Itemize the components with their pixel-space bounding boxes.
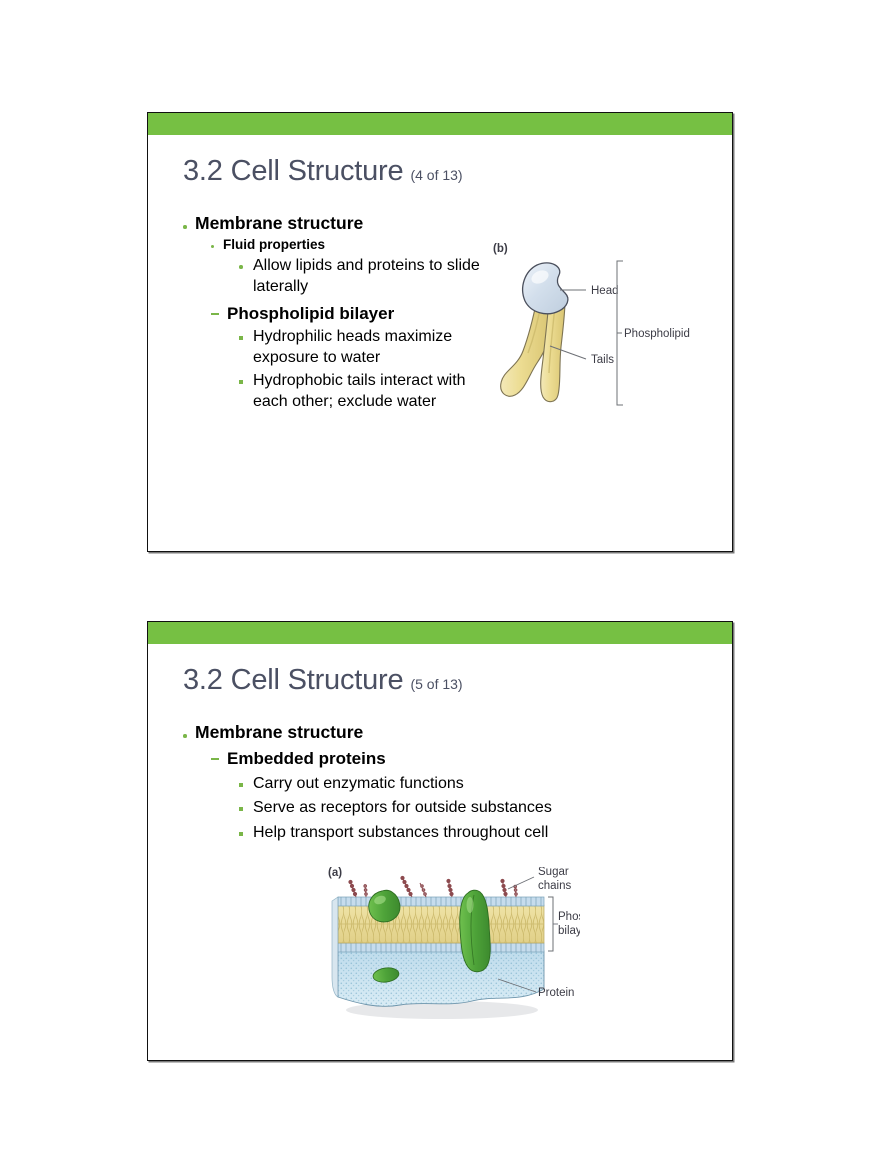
bullet-square-icon [239,823,253,836]
callout-protein: Protein [538,987,574,999]
callout-bilayer-line2: bilayer [558,925,580,937]
bullet-dot-icon [211,237,223,249]
inner-head-dots [340,943,542,952]
callout-head: Head [591,285,619,297]
bullet-level1: Membrane structure [183,213,703,234]
head-highlight [531,270,549,284]
head-shape [522,262,569,315]
bilayer-bracket [548,896,554,952]
bullet-text: Phospholipid bilayer [227,304,395,324]
bullet-level3-hydrophobic: Hydrophobic tails interact with each oth… [239,371,703,412]
slide-title-text: 3.2 Cell Structure [183,155,404,187]
bullet-text: Embedded proteins [227,749,386,769]
bullet-level2-embedded-proteins: Embedded proteins [211,748,703,769]
sugar-chain-2 [363,883,368,898]
slide-body-1: Membrane structure Fluid properties Allo… [183,213,703,413]
bullet-level2-bilayer: Phospholipid bilayer [211,303,703,324]
protein-cytoplasmic [372,967,400,983]
slide-4-of-13[interactable]: 3.2 Cell Structure (4 of 13) Membrane st… [147,112,733,552]
figure-plasma-membrane: (a) [320,867,580,1022]
page-title: 3.2 Cell Structure (4 of 13) [183,155,463,188]
bullet-dot-icon [183,217,195,229]
bullet-text: Membrane structure [195,722,364,742]
bullet-text: Help transport substances throughout cel… [253,823,549,841]
bullet-text: Fluid properties [223,237,326,253]
sugar-chain-1 [348,879,358,898]
slide-body-2: Membrane structure Embedded proteins Car… [183,722,703,844]
callout-phospholipid: Phospholipid [624,328,690,340]
protein-peripheral-1 [368,889,401,923]
bullet-text: Serve as receptors for outside substance… [253,799,552,817]
bullet-text: Hydrophobic tails interact with each oth… [253,372,466,410]
bullet-dash-icon [211,748,227,760]
callout-sugar-line2: chains [538,880,571,892]
sugar-chain-6 [500,878,508,898]
phospholipid-diagram-svg: Head Tails Phospholipid [500,260,690,406]
bullet-text: Allow lipids and proteins to slide later… [253,257,480,295]
bullet-text: Carry out enzymatic functions [253,774,464,792]
callout-tails: Tails [591,354,614,366]
bullet-dot-icon [239,256,253,269]
callout-sugar-line1: Sugar [538,867,569,878]
sugar-chain-3 [400,875,413,898]
bullet-level3-receptors: Serve as receptors for outside substance… [239,798,703,818]
slab-left-face [331,896,339,998]
protein-transmembrane [459,889,491,973]
bullet-square-icon [239,798,253,812]
bullet-text: Hydrophilic heads maximize exposure to w… [253,328,453,366]
slide-counter: (4 of 13) [410,167,463,183]
slide-5-of-13[interactable]: 3.2 Cell Structure (5 of 13) Membrane st… [147,621,733,1061]
figure-phospholipid-molecule: (b) [493,243,723,423]
slide-header-bar [148,113,732,135]
bullet-dash-icon [211,303,227,315]
bullet-level3-enzymatic: Carry out enzymatic functions [239,774,703,794]
figure-panel-label: (b) [493,243,508,255]
sugar-chain-group [348,875,518,898]
bullet-level3-slide-laterally: Allow lipids and proteins to slide later… [239,256,703,297]
tail-2-shape [540,300,566,403]
bullet-square-icon [239,327,253,341]
bullet-level3-hydrophilic: Hydrophilic heads maximize exposure to w… [239,327,703,368]
bullet-text: Membrane structure [195,213,364,233]
tails-leader-line [549,345,587,360]
callout-bilayer-line1: Phospholipid [558,911,580,923]
sugar-chain-7 [513,884,518,898]
bullet-square-icon [239,774,253,787]
protein-leader-line [497,978,537,993]
bullet-square-icon [239,371,253,385]
sugar-chain-5 [446,878,454,898]
sugar-chain-4 [419,882,427,898]
slide-header-bar [148,622,732,644]
slide-counter: (5 of 13) [410,676,463,692]
bullet-level1: Membrane structure [183,722,703,743]
bullet-dot-icon [183,726,195,738]
bullet-level2-fluid: Fluid properties [211,237,703,254]
page-title: 3.2 Cell Structure (5 of 13) [183,664,463,697]
sugar-leader-line [507,876,535,890]
bullet-level3-transport: Help transport substances throughout cel… [239,823,703,843]
slide-title-text: 3.2 Cell Structure [183,664,404,696]
figure-panel-label: (a) [328,867,343,879]
membrane-diagram-svg: Sugar chains Phospholipid bilayer Protei… [331,867,580,1019]
